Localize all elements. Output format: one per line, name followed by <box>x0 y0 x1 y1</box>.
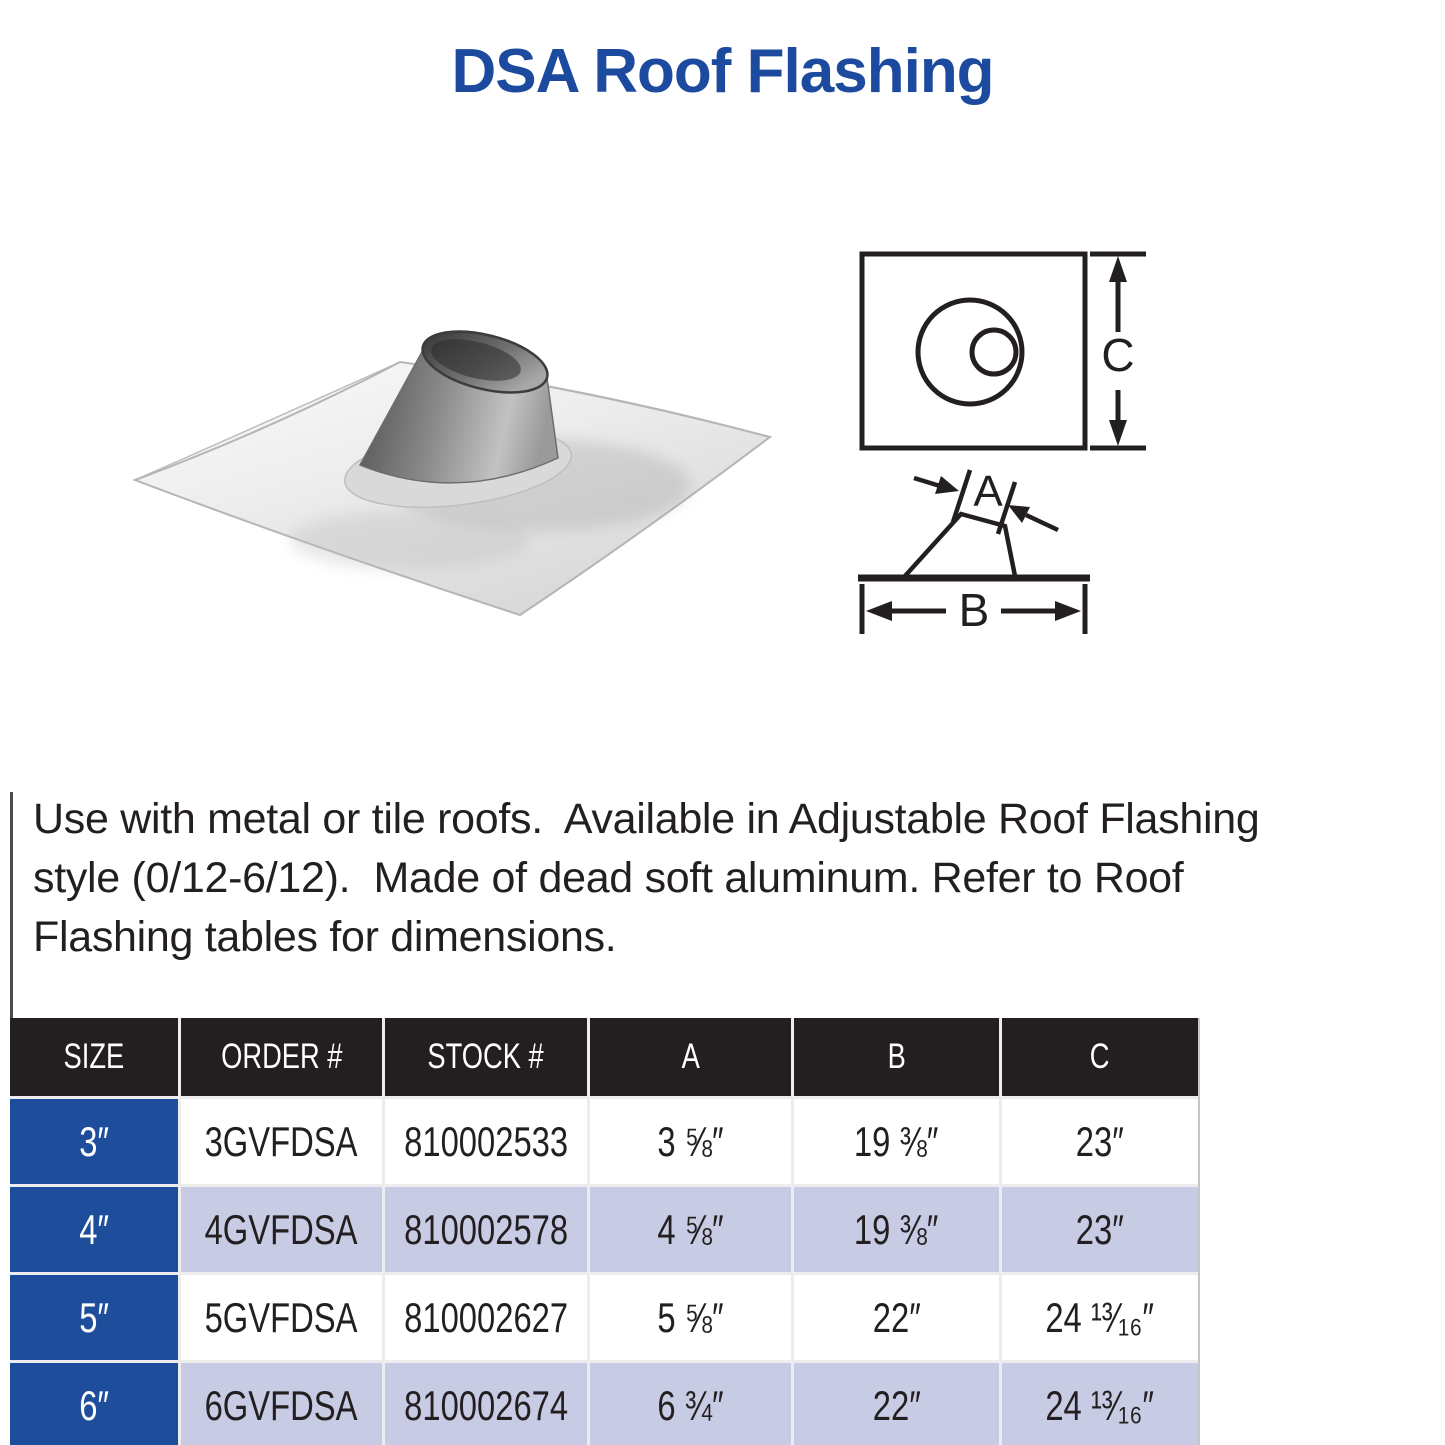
sheet-texture <box>290 510 530 570</box>
dim-a-cell: 3 ⅝″ <box>590 1099 791 1184</box>
stock-cell: 810002533 <box>385 1099 587 1184</box>
product-photo <box>110 280 790 680</box>
dim-b-cell: 19 ⅜″ <box>794 1099 999 1184</box>
outer-circle <box>915 297 1025 407</box>
a-arrow-right-head <box>1008 505 1030 523</box>
left-rule <box>10 792 13 1018</box>
order-cell: 3GVFDSA <box>181 1099 382 1184</box>
col-header-b: B <box>794 1018 999 1096</box>
size-cell: 3″ <box>10 1099 178 1184</box>
col-header-a: A <box>590 1018 791 1096</box>
stock-cell: 810002674 <box>385 1363 587 1445</box>
base-outline <box>859 251 1088 451</box>
size-cell: 4″ <box>10 1187 178 1272</box>
cone-opening-shadow <box>431 339 521 381</box>
order-cell: 5GVFDSA <box>181 1275 382 1360</box>
a-slash-left <box>950 469 973 523</box>
dim-b-cell: 19 ⅜″ <box>794 1187 999 1272</box>
a-arrow-right-shaft <box>1025 512 1059 533</box>
order-cell: 4GVFDSA <box>181 1187 382 1272</box>
a-arrow-left-head <box>935 476 959 494</box>
dimension-diagram-image: C A B <box>858 251 1146 636</box>
dim-b-cell: 22″ <box>794 1275 999 1360</box>
stock-cell: 810002627 <box>385 1275 587 1360</box>
dim-label-b: B <box>959 584 990 636</box>
dim-c-cell: 23″ <box>1002 1187 1198 1272</box>
description-line: Use with metal or tile roofs. Available … <box>33 795 1260 843</box>
col-header-stock: STOCK # <box>385 1018 587 1096</box>
dim-a-cell: 6 ¾″ <box>590 1363 791 1445</box>
description-line: Flashing tables for dimensions. <box>33 913 617 961</box>
c-arrow-down-head <box>1109 420 1127 446</box>
product-description: Use with metal or tile roofs. Available … <box>33 790 1443 967</box>
col-header-order: ORDER # <box>181 1018 382 1096</box>
dim-c-cell: 24 ¹³⁄₁₆″ <box>1002 1275 1198 1360</box>
size-cell: 6″ <box>10 1363 178 1445</box>
page-title: DSA Roof Flashing <box>451 37 994 106</box>
dimension-diagram: C A B <box>828 240 1168 650</box>
col-header-c: C <box>1002 1018 1198 1096</box>
inner-circle <box>969 327 1019 377</box>
dim-b-cell: 22″ <box>794 1363 999 1445</box>
dim-c-cell: 24 ¹³⁄₁₆″ <box>1002 1363 1198 1445</box>
description-line: style (0/12-6/12). Made of dead soft alu… <box>33 854 1184 902</box>
b-arrow-left-head <box>866 601 892 621</box>
a-arrow-left-shaft <box>913 475 941 489</box>
c-arrow-up-head <box>1109 256 1127 282</box>
a-slash-right <box>995 481 1018 535</box>
dim-c-cell: 23″ <box>1002 1099 1198 1184</box>
dim-label-a: A <box>973 467 1003 516</box>
product-photo-image <box>132 330 773 617</box>
dim-a-cell: 5 ⅝″ <box>590 1275 791 1360</box>
size-cell: 5″ <box>10 1275 178 1360</box>
b-arrow-right-head <box>1055 601 1081 621</box>
stock-cell: 810002578 <box>385 1187 587 1272</box>
col-header-size: SIZE <box>10 1018 178 1096</box>
spec-table: SIZE ORDER # STOCK # A B C 3″ 3GVFDSA 81… <box>10 1018 1200 1445</box>
dim-a-cell: 4 ⅝″ <box>590 1187 791 1272</box>
cone-profile <box>903 511 1018 578</box>
order-cell: 6GVFDSA <box>181 1363 382 1445</box>
dim-label-c: C <box>1101 329 1134 381</box>
